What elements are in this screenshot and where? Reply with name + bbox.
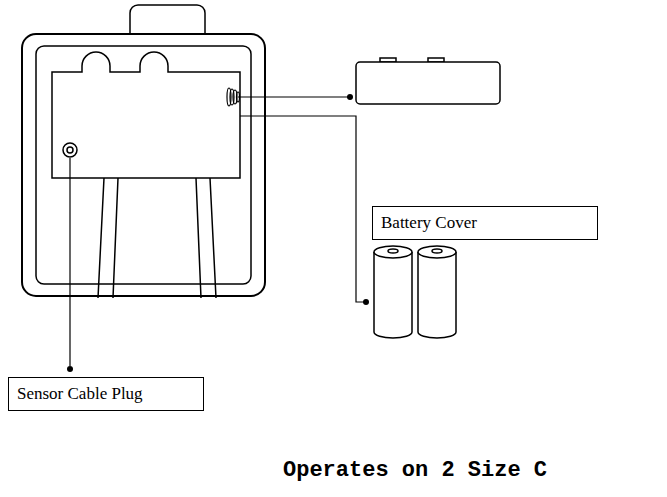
housing-outer: [22, 34, 265, 296]
c-battery: [374, 246, 412, 338]
label-box: Sensor Cable Plug: [8, 377, 204, 411]
leader-dot: [363, 299, 369, 305]
label-box: Battery Cover: [372, 206, 598, 240]
stand-legs: [98, 178, 216, 298]
housing-inner: [36, 46, 251, 284]
leader-line: [69, 158, 70, 366]
battery-cover-part: [356, 58, 500, 104]
c-battery: [418, 246, 456, 338]
battery-spring: [227, 88, 240, 106]
part-name: Battery Cover: [381, 213, 477, 233]
note-text: Operates on 2 Size C: [283, 458, 547, 483]
leader-dot: [347, 94, 353, 100]
leader-line: [238, 96, 348, 97]
leader-line: [240, 116, 364, 302]
part-name: Sensor Cable Plug: [17, 384, 143, 404]
battery-compartment: [52, 52, 240, 178]
sensor-jack: [63, 143, 77, 157]
leader-dot: [67, 366, 73, 372]
